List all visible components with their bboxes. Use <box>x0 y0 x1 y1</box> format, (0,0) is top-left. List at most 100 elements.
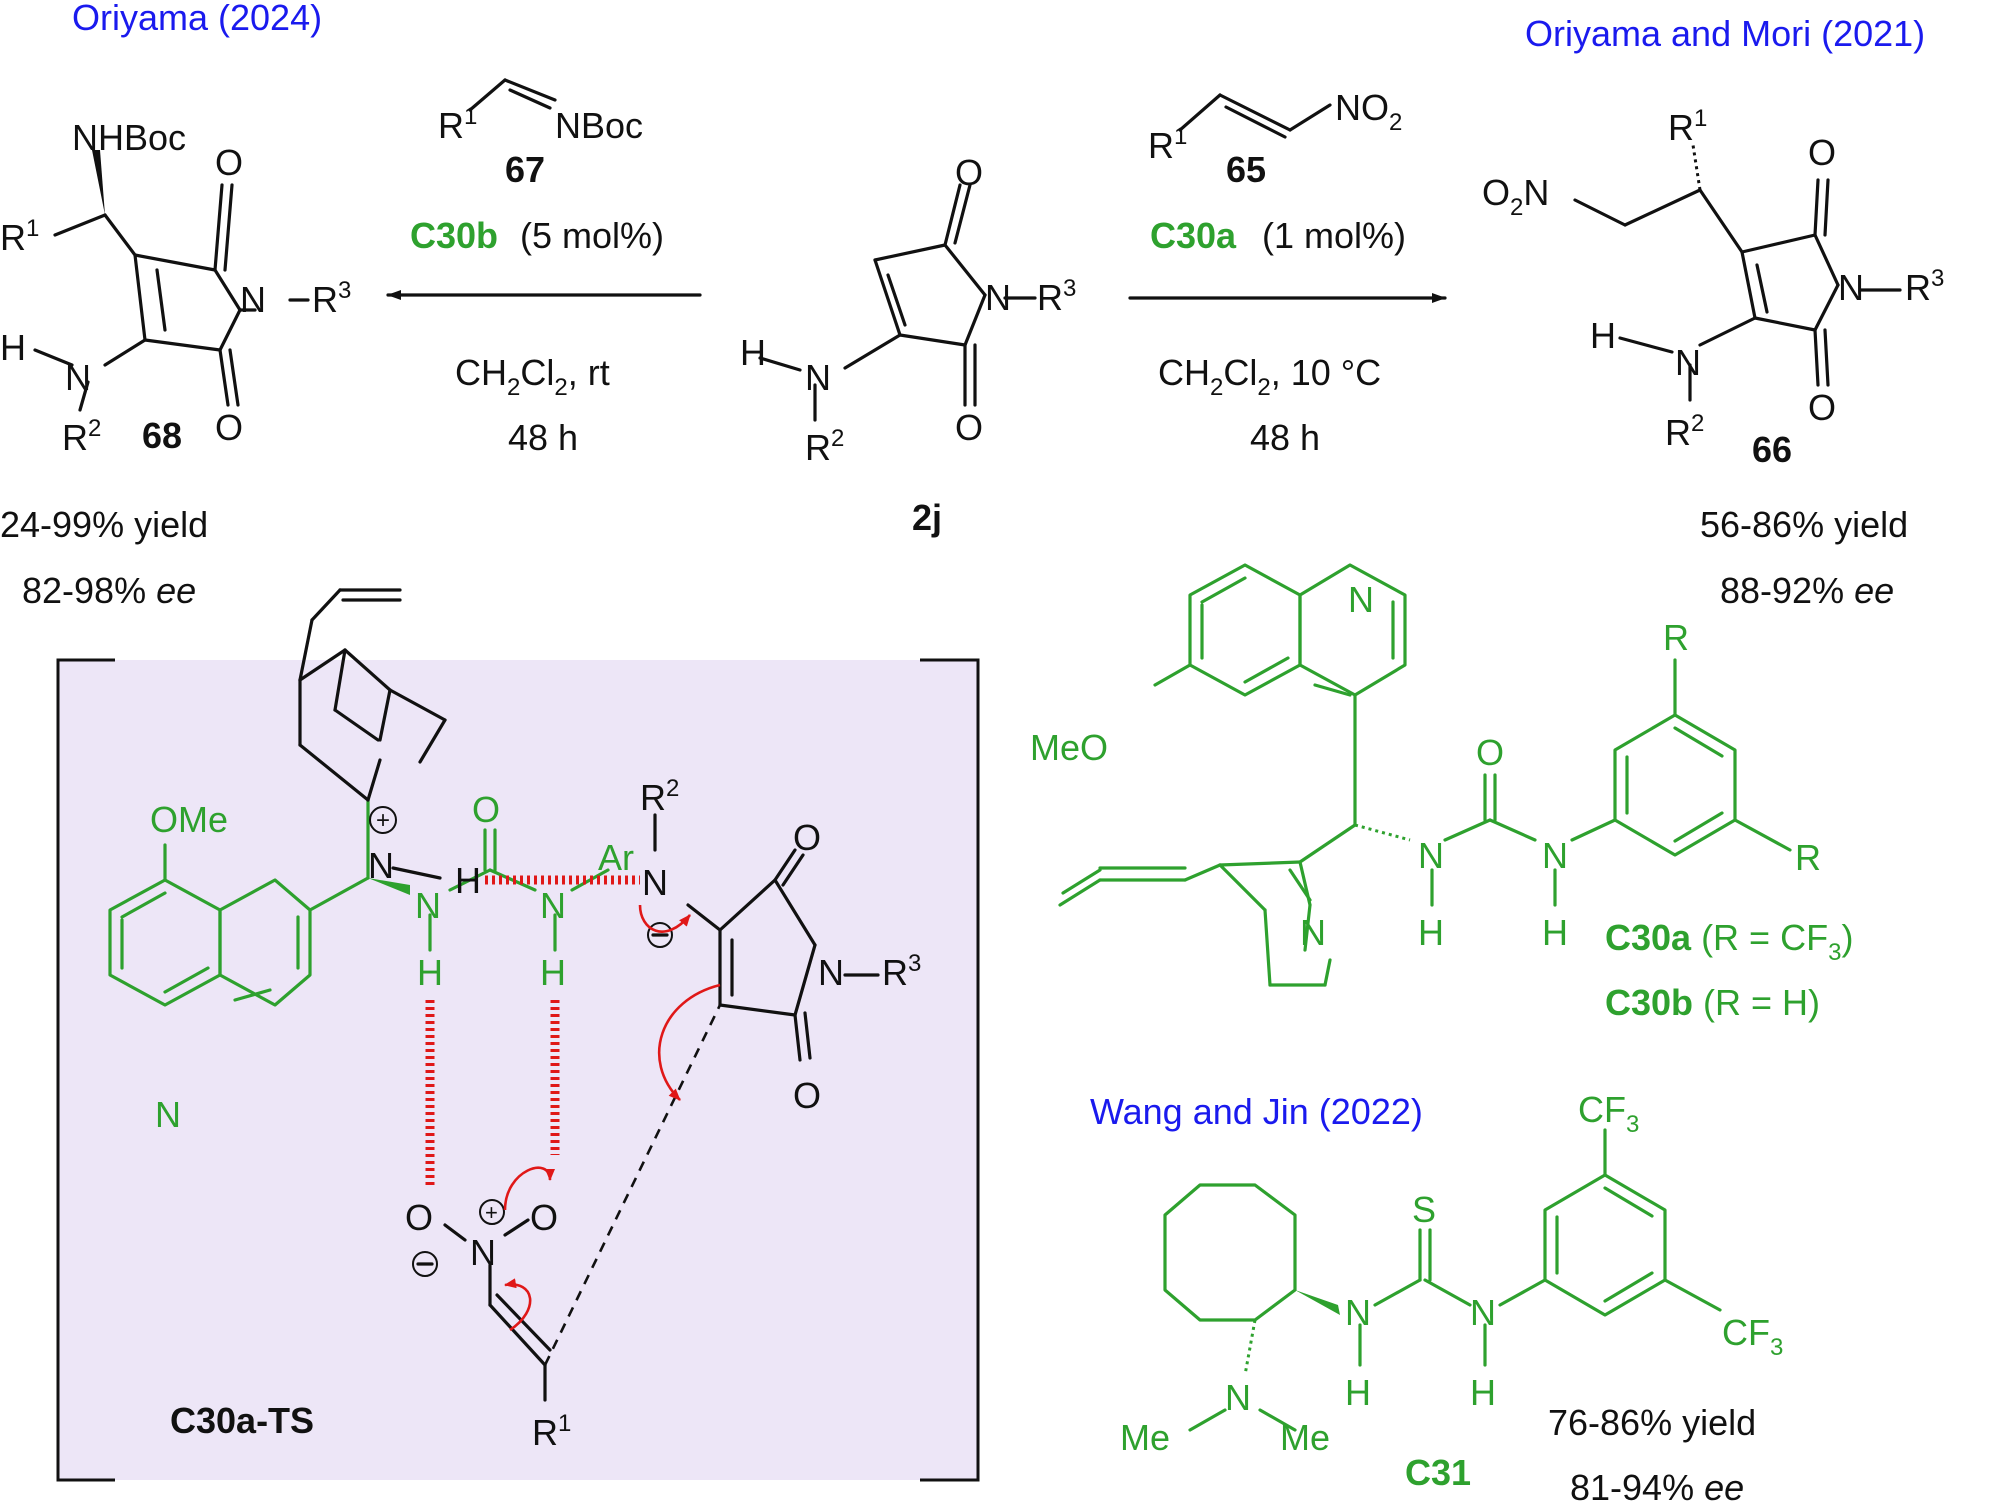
catalyst-c31-ee: 81-94% ee <box>1570 1467 1744 1506</box>
ts-nitroalkene-structure <box>443 1218 552 1402</box>
reaction-time-right: 48 h <box>1250 417 1320 458</box>
atom-o: O <box>1476 732 1504 773</box>
atom-o: O <box>793 1075 821 1116</box>
atom-r: R <box>1795 837 1821 878</box>
atom-n: N <box>1542 835 1568 876</box>
plus-charge-icon <box>479 1199 505 1225</box>
catalyst-loading-5: (5 mol%) <box>520 215 664 256</box>
atom-n: N <box>1348 579 1374 620</box>
atom-r1: R1 <box>1668 105 1707 148</box>
catalyst-loading-1: (1 mol%) <box>1262 215 1406 256</box>
atom-r2: R2 <box>640 775 679 818</box>
product-68-ee: 82-98% ee <box>22 570 196 611</box>
atom-r2: R2 <box>805 425 844 468</box>
ts-bracket-right <box>920 658 980 1482</box>
atom-h: H <box>740 332 766 373</box>
atom-o: O <box>530 1197 558 1238</box>
atom-h: H <box>1470 1372 1496 1413</box>
reagent-67-number: 67 <box>505 149 545 190</box>
product-66-yield: 56-86% yield <box>1700 504 1908 545</box>
reagent-67-nboc: NBoc <box>555 105 643 146</box>
product-66-ee: 88-92% ee <box>1720 570 1894 611</box>
catalyst-c30b-def: C30b(R = H) <box>1605 982 1820 1023</box>
catalyst-c30a-def: C30a (R = CF3) <box>1605 917 1853 966</box>
conditions-ch2cl2-rt: CH2Cl2, rt <box>455 352 610 401</box>
catalyst-c31-yield: 76-86% yield <box>1548 1402 1756 1443</box>
curly-arrow-4 <box>504 1278 532 1332</box>
ts-bracket-left <box>56 658 115 1482</box>
atom-n: N <box>470 1232 496 1273</box>
atom-o: O <box>793 817 821 858</box>
atom-o: O <box>215 407 243 448</box>
substrate-2j-structure <box>758 183 1037 422</box>
atom-r3: R3 <box>882 950 921 993</box>
atom-n: N <box>1838 267 1864 308</box>
catalyst-c31-structure <box>1163 1128 1722 1432</box>
atom-h: H <box>0 327 26 368</box>
atom-n: N <box>1225 1377 1251 1418</box>
atom-h: H <box>1345 1372 1371 1413</box>
atom-h: H <box>1542 912 1568 953</box>
product-68-structure <box>33 150 310 412</box>
curly-arrow-2 <box>657 983 721 1101</box>
catalyst-c31-name: C31 <box>1405 1452 1471 1493</box>
product-66-number: 66 <box>1752 429 1792 470</box>
atom-n: N <box>540 885 566 926</box>
atom-o2n: O2N <box>1482 172 1549 221</box>
atom-r2: R2 <box>1665 410 1704 453</box>
atom-r3: R3 <box>1905 265 1944 308</box>
atom-ome: OMe <box>150 799 228 840</box>
atom-o: O <box>472 789 500 830</box>
atom-s: S <box>1412 1189 1436 1230</box>
atom-n: N <box>368 845 394 886</box>
atom-n: N <box>818 952 844 993</box>
transition-state-label: C30a-TS <box>170 1400 314 1441</box>
atom-n: N <box>1470 1292 1496 1333</box>
atom-r1: R1 <box>532 1410 571 1453</box>
conditions-ch2cl2-10c: CH2Cl2, 10 °C <box>1158 352 1381 401</box>
plus-charge-sign: + <box>485 1200 498 1225</box>
atom-me: Me <box>1280 1417 1330 1458</box>
reaction-time-left: 48 h <box>508 417 578 458</box>
atom-cf3: CF3 <box>1578 1089 1639 1138</box>
atom-r1: R1 <box>1148 123 1187 166</box>
atom-n: N <box>642 862 668 903</box>
ts-panel <box>58 660 978 1480</box>
atom-r: R <box>1663 617 1689 658</box>
atom-cf3: CF3 <box>1722 1312 1783 1361</box>
atom-meo: MeO <box>1030 727 1108 768</box>
citation-oriyama-mori-2021: Oriyama and Mori (2021) <box>1525 13 1925 54</box>
curly-arrow-1 <box>638 904 691 933</box>
minus-charge-icon <box>412 1251 438 1277</box>
product-68-number: 68 <box>142 415 182 456</box>
catalyst-c30b-label: C30b <box>410 215 498 256</box>
curly-arrow-3 <box>503 1166 555 1211</box>
ts-maleimide-structure <box>653 813 880 1062</box>
nitroalkene-65-structure <box>1178 93 1332 139</box>
atom-r3: R3 <box>1037 275 1076 318</box>
product-66-structure <box>1573 144 1902 402</box>
reagent-65-number: 65 <box>1226 149 1266 190</box>
atom-n: N <box>985 277 1011 318</box>
atom-n: N <box>240 279 266 320</box>
imine-67-structure <box>468 78 557 112</box>
product-68-yield: 24-99% yield <box>0 504 208 545</box>
plus-charge-sign: + <box>376 807 390 834</box>
atom-n: N <box>65 357 91 398</box>
atom-h: H <box>417 952 443 993</box>
catalyst-c30a-label: C30a <box>1150 215 1237 256</box>
atom-r1: R1 <box>438 103 477 146</box>
atom-nhboc: NHBoc <box>72 117 186 158</box>
atom-r2: R2 <box>62 415 101 458</box>
catalyst-c30-structure <box>1058 563 1792 987</box>
atom-n: N <box>1300 912 1326 953</box>
ts-catalyst-structure <box>108 588 610 1007</box>
atom-n: N <box>415 885 441 926</box>
atom-o: O <box>955 152 983 193</box>
atom-o: O <box>1808 387 1836 428</box>
atom-o: O <box>405 1197 433 1238</box>
atom-n: N <box>805 357 831 398</box>
atom-h: H <box>1418 912 1444 953</box>
atom-o: O <box>1808 132 1836 173</box>
